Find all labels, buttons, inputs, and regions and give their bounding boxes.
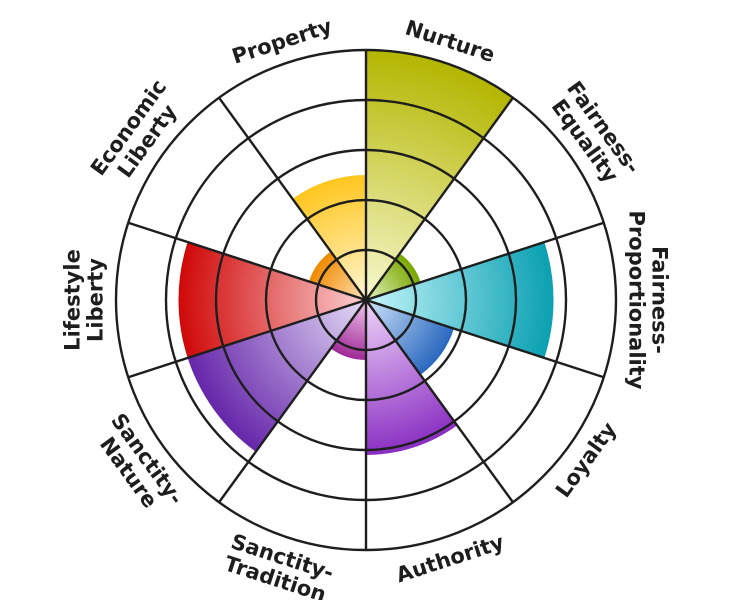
sector-fairness-equality [366, 253, 421, 300]
category-label: Fairness-Equality [543, 77, 644, 192]
grid-spoke [365, 299, 514, 503]
category-label-line: Loyalty [551, 418, 621, 502]
category-label: EconomicLiberty [86, 75, 190, 193]
sector-property [292, 175, 366, 300]
category-label: Sanctity-Nature [88, 409, 189, 523]
category-label: Property [229, 14, 335, 69]
center-dot [363, 297, 369, 303]
grid-spoke [127, 298, 367, 379]
category-label: Loyalty [551, 418, 621, 502]
category-label-line: Property [229, 14, 335, 69]
sector-authority [366, 300, 458, 455]
grid-spoke [218, 299, 367, 503]
grid-spoke [365, 97, 514, 301]
category-label: Authority [393, 530, 507, 588]
grid-spoke [218, 97, 367, 301]
grid-spoke [127, 221, 367, 302]
sectors [178, 50, 554, 455]
sector-sanctity-nature [187, 300, 366, 452]
category-label: LifestyleLiberty [61, 249, 108, 351]
category-label-line: Fairness- [648, 246, 672, 354]
grid-spoke [365, 298, 605, 379]
category-label-line: Proportionality [625, 211, 649, 390]
sector-economic-liberty [308, 251, 366, 300]
category-label-line: Liberty [84, 258, 108, 342]
sector-nurture [366, 50, 513, 300]
sector-sanctity-tradition [330, 300, 366, 360]
category-label-line: Lifestyle [61, 249, 85, 351]
sector-lifestyle-liberty [178, 242, 366, 358]
grid [114, 48, 618, 552]
category-label: Sanctity-Tradition [221, 529, 337, 600]
grid-spoke [365, 221, 605, 302]
sector-loyalty [366, 300, 454, 375]
sector-fairness-proportionality [366, 242, 554, 358]
category-label-line: Authority [393, 530, 507, 588]
category-label: Fairness-Proportionality [625, 211, 672, 390]
